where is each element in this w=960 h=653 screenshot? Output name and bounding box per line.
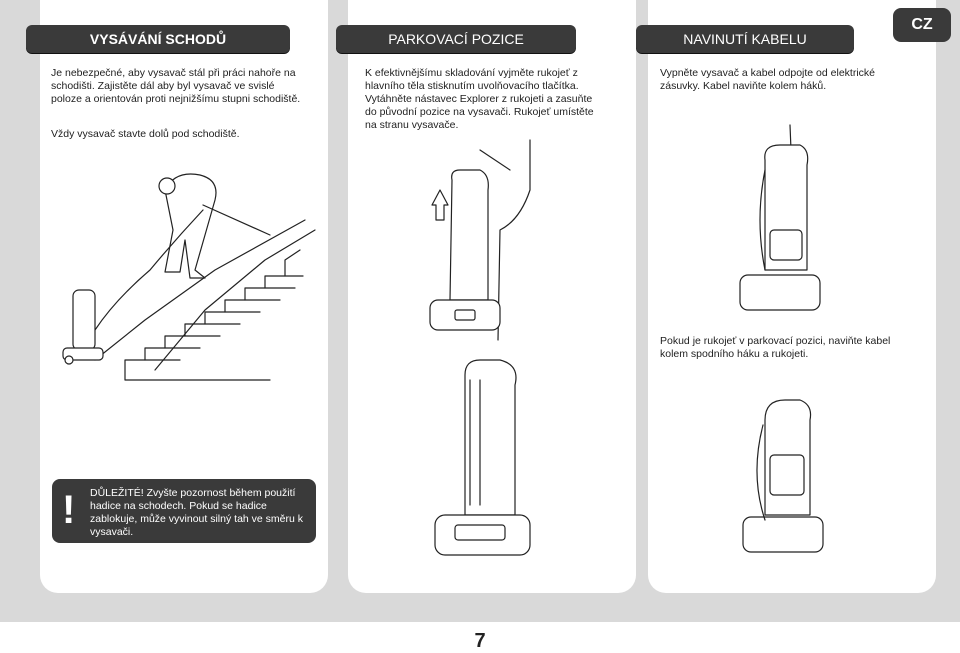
cable-paragraph-2: Pokud je rukojeť v parkovací pozici, nav… [660, 335, 891, 360]
up-arrow-icon [431, 189, 449, 221]
warning-text: DŮLEŽITÉ! Zvyšte pozornost během použití… [90, 487, 304, 538]
parking-paragraph: K efektivnějšímu skladování vyjměte ruko… [365, 67, 594, 131]
vacuum-small [62, 289, 104, 365]
parking-illustration-1 [429, 139, 531, 341]
hose-wand [202, 204, 271, 236]
warning-box: ! DŮLEŽITÉ! Zvyšte pozornost během použi… [52, 479, 316, 543]
cable-illustration-1 [739, 124, 821, 311]
cable-paragraph-1: Vypněte vysavač a kabel odpojte od elekt… [660, 67, 875, 92]
cable-illustration-2 [742, 399, 824, 553]
hose [94, 209, 204, 331]
parking-illustration-2 [434, 359, 531, 556]
stairs-paragraph-1: Je nebezpečné, aby vysavač stál při prác… [51, 67, 301, 105]
arm [479, 149, 511, 171]
page-number: 7 [474, 630, 486, 652]
person-figure [158, 173, 217, 279]
language-tab: CZ [893, 8, 951, 42]
exclamation-icon: ! [62, 488, 76, 532]
person-silhouette [497, 139, 531, 341]
stairs-paragraph-2: Vždy vysavač stavte dolů pod schodiště. [51, 128, 240, 140]
upright-vacuum [429, 169, 501, 331]
staircase [94, 219, 316, 381]
section-heading-cable: NAVINUTÍ KABELU [636, 25, 854, 53]
section-heading-parking: PARKOVACÍ POZICE [336, 25, 576, 53]
stairs-illustration [62, 173, 316, 381]
section-heading-stairs: VYSÁVÁNÍ SCHODŮ [26, 25, 290, 53]
